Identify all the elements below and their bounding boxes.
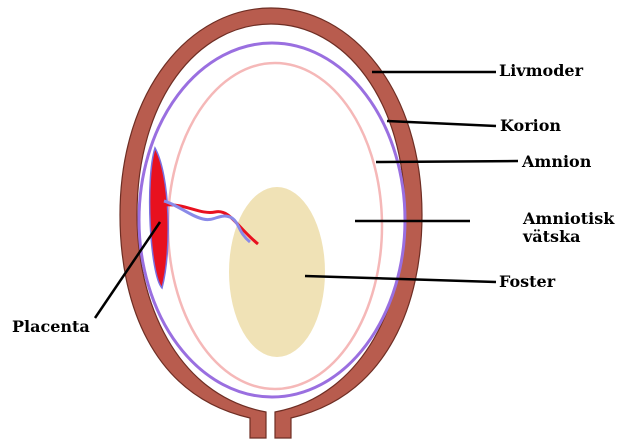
label-amniotisk-line1: Amniotisk xyxy=(523,210,614,228)
label-amniotic-fluid: Amniotisk vätska xyxy=(523,210,614,246)
placenta xyxy=(150,148,169,288)
label-livmoder: Livmoder xyxy=(499,62,583,80)
label-amnion: Amnion xyxy=(522,153,591,171)
label-korion: Korion xyxy=(500,117,561,135)
fetus xyxy=(229,187,325,357)
label-placenta: Placenta xyxy=(12,318,90,336)
label-foster: Foster xyxy=(499,273,555,291)
leader-line-amnion xyxy=(376,161,518,162)
label-amniotisk-line2: vätska xyxy=(523,228,614,246)
